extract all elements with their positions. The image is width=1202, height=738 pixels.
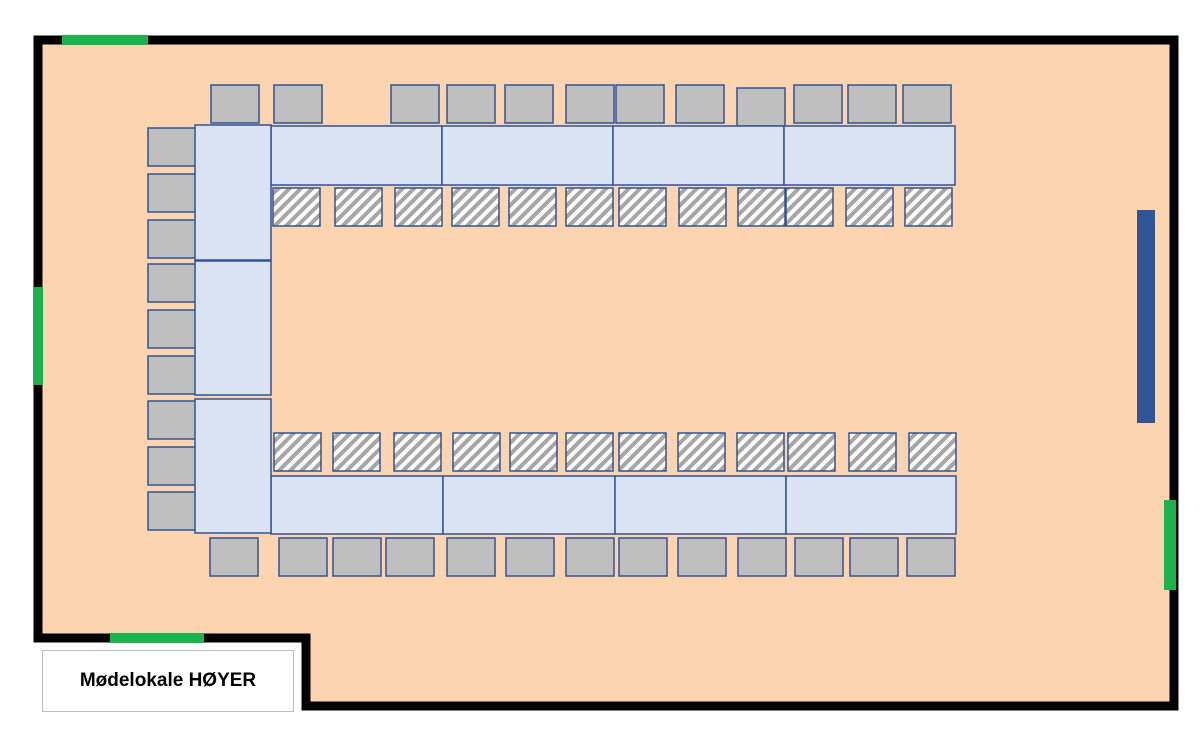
chair — [147, 355, 197, 395]
chair — [147, 309, 197, 349]
chair — [446, 537, 496, 577]
door-top-left — [62, 35, 148, 45]
room-label-text: Mødelokale HØYER — [79, 670, 257, 691]
hatched-chair — [394, 187, 443, 227]
table — [614, 475, 787, 535]
hatched-chair — [332, 432, 381, 472]
hatched-chair — [677, 432, 726, 472]
chair — [446, 84, 496, 124]
hatched-chair — [736, 432, 785, 472]
chair — [849, 537, 899, 577]
hatched-chair — [908, 432, 957, 472]
chair — [209, 537, 259, 577]
door-bottom — [110, 633, 204, 643]
table — [783, 125, 956, 186]
door-left — [33, 287, 43, 385]
table — [442, 475, 616, 535]
chair — [390, 84, 440, 124]
chair — [273, 84, 323, 124]
chairs-outer-left — [147, 127, 197, 531]
table — [270, 475, 444, 535]
chairs-inner-top — [272, 187, 953, 227]
hatched-chair — [904, 187, 953, 227]
chair — [737, 537, 787, 577]
chair — [147, 400, 197, 440]
hatched-chair — [848, 432, 897, 472]
screen — [1137, 210, 1155, 423]
hatched-chair — [393, 432, 442, 472]
hatched-chair — [272, 187, 321, 227]
chair — [147, 491, 197, 531]
hatched-chair — [451, 187, 500, 227]
chair — [504, 84, 554, 124]
chair — [793, 84, 843, 124]
chair — [332, 537, 382, 577]
chair — [278, 537, 328, 577]
hatched-chair — [508, 187, 557, 227]
hatched-chair — [565, 187, 614, 227]
table — [194, 398, 272, 534]
chair — [565, 84, 615, 124]
chair — [677, 537, 727, 577]
table — [785, 475, 957, 535]
table — [194, 124, 272, 261]
chair — [675, 84, 725, 124]
chair — [147, 173, 197, 213]
chair — [618, 537, 668, 577]
chairs-inner-bottom — [273, 432, 957, 472]
hatched-chair — [509, 432, 558, 472]
door-right — [1164, 500, 1176, 590]
chair — [147, 127, 197, 167]
hatched-chair — [334, 187, 383, 227]
chair — [147, 446, 197, 486]
chair — [565, 537, 615, 577]
chair — [736, 87, 786, 127]
hatched-chair — [678, 187, 727, 227]
hatched-chair — [452, 432, 501, 472]
chair — [794, 537, 844, 577]
chair — [505, 537, 555, 577]
table — [270, 125, 443, 186]
table — [194, 260, 272, 396]
room-label: Mødelokale HØYER — [42, 650, 294, 712]
chair — [902, 84, 952, 124]
chair — [210, 84, 260, 124]
hatched-chair — [618, 432, 667, 472]
hatched-chair — [565, 432, 614, 472]
hatched-chair — [737, 187, 786, 227]
hatched-chair — [273, 432, 322, 472]
chairs-outer-bottom — [209, 537, 956, 577]
hatched-chair — [785, 187, 834, 227]
chair — [847, 84, 897, 124]
chair — [906, 537, 956, 577]
hatched-chair — [787, 432, 836, 472]
chairs-outer-top — [210, 84, 952, 127]
hatched-chair — [618, 187, 667, 227]
chair — [147, 219, 197, 259]
chair — [615, 84, 665, 124]
table — [441, 125, 614, 186]
chair — [147, 263, 197, 303]
hatched-chair — [845, 187, 894, 227]
table — [612, 125, 785, 186]
chair — [385, 537, 435, 577]
tables — [194, 124, 957, 535]
